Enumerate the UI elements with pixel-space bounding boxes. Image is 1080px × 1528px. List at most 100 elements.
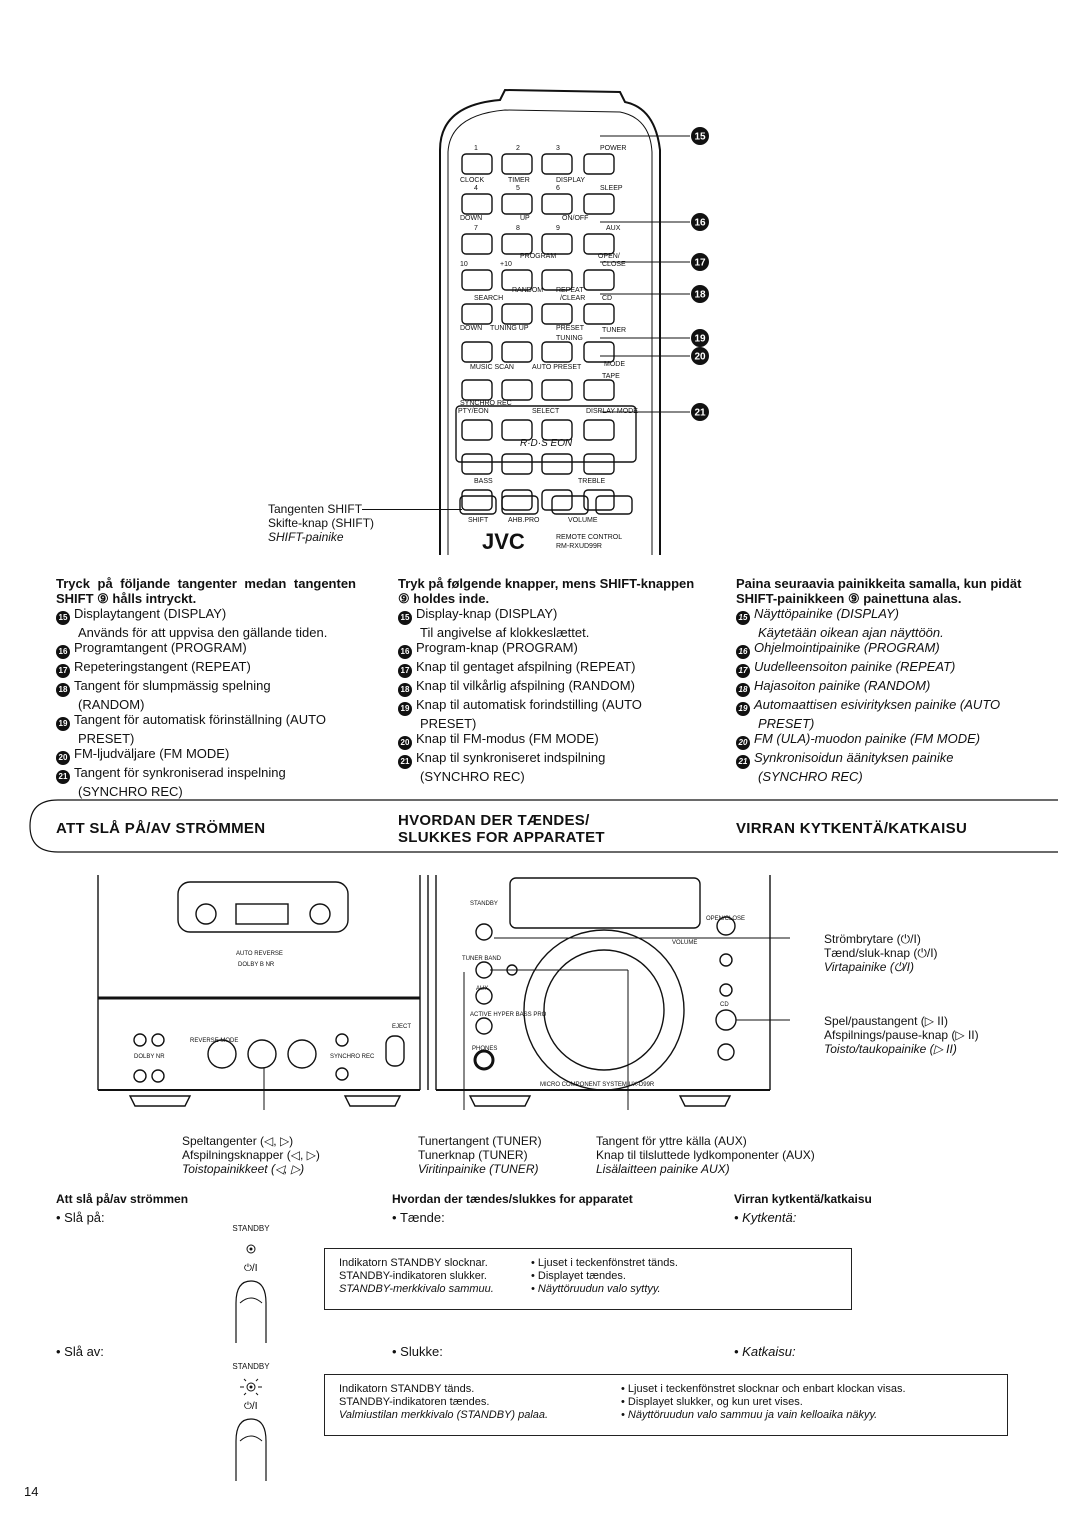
remote-button xyxy=(583,489,615,511)
column-swedish: Tryck på följande tangenter medan tangen… xyxy=(56,576,356,799)
callout-circle xyxy=(691,403,709,421)
remote-button xyxy=(501,269,533,291)
page-number: 14 xyxy=(24,1484,39,1499)
callout-number: 21 xyxy=(736,755,750,769)
callout-number: 15 xyxy=(398,611,412,625)
svg-text:SEARCH: SEARCH xyxy=(474,295,503,302)
remote-button xyxy=(461,153,493,175)
list-item: Til angivelse af klokkeslættet. xyxy=(420,625,590,640)
svg-text:REPEAT: REPEAT xyxy=(556,287,584,294)
bottom-heading-finnish: Virran kytkentä/katkaisu xyxy=(734,1192,872,1206)
remote-button xyxy=(583,153,615,175)
callout-number: 21 xyxy=(398,755,412,769)
remote-button xyxy=(461,341,493,363)
svg-text:⏻/I: ⏻/I xyxy=(244,1401,257,1412)
remote-button xyxy=(461,489,493,511)
svg-text:JVC: JVC xyxy=(482,529,525,554)
callout-number: 17 xyxy=(694,258,706,269)
bottom-heading-swedish: Att slå på/av strömmen xyxy=(56,1192,189,1206)
callout-number: 15 xyxy=(56,611,70,625)
on-label-danish: • Tænde: xyxy=(392,1210,445,1225)
callout-number: 18 xyxy=(56,683,70,697)
remote-button xyxy=(541,419,573,441)
svg-text:SHIFT: SHIFT xyxy=(468,517,489,524)
callout-number: 21 xyxy=(56,770,70,784)
callout-circle xyxy=(691,213,709,231)
callout-number: 18 xyxy=(736,683,750,697)
svg-text:CD: CD xyxy=(602,295,612,302)
svg-text:SLEEP: SLEEP xyxy=(600,185,623,192)
svg-text:TREBLE: TREBLE xyxy=(578,478,606,485)
svg-text:PTY/EON: PTY/EON xyxy=(458,408,489,415)
callout-number: 18 xyxy=(398,683,412,697)
remote-button xyxy=(541,379,573,401)
svg-text:R·D·S EON: R·D·S EON xyxy=(520,438,573,449)
svg-text:STANDBY: STANDBY xyxy=(470,901,498,907)
off-label-finnish: • Katkaisu: xyxy=(734,1344,796,1359)
svg-text:AUX: AUX xyxy=(606,225,621,232)
remote-button xyxy=(461,269,493,291)
callout-number: 19 xyxy=(398,702,412,716)
svg-text:/CLEAR: /CLEAR xyxy=(560,295,585,302)
remote-button xyxy=(501,153,533,175)
swedish-heading: Tryck på följande tangenter medan tangen… xyxy=(56,576,356,606)
remote-button xyxy=(461,419,493,441)
heading-finnish: VIRRAN KYTKENTÄ/KATKAISU xyxy=(736,820,968,837)
svg-text:DOWN: DOWN xyxy=(460,215,482,222)
remote-button xyxy=(501,303,533,325)
remote-button xyxy=(583,269,615,291)
remote-button xyxy=(541,341,573,363)
svg-text:AUTO REVERSE: AUTO REVERSE xyxy=(236,951,283,957)
svg-text:REVERSE MODE: REVERSE MODE xyxy=(190,1038,238,1044)
off-result-box: Indikatorn STANDBY tänds. STANDBY-indika… xyxy=(324,1374,1008,1436)
device-illustration: AUTO REVERSE DOLBY B NR DOLBY NR REVERSE… xyxy=(97,875,790,1110)
svg-text:SYNCHRO REC: SYNCHRO REC xyxy=(460,400,512,407)
svg-text:TUNING UP: TUNING UP xyxy=(490,325,529,332)
callout-number: 15 xyxy=(694,132,706,143)
remote-button xyxy=(595,495,633,515)
svg-text:VOLUME: VOLUME xyxy=(672,940,697,946)
callout-circle xyxy=(691,347,709,365)
shift-leader-line xyxy=(362,509,462,510)
svg-text:RM-RXUD99R: RM-RXUD99R xyxy=(556,543,602,550)
svg-text:⏻/I: ⏻/I xyxy=(244,1263,257,1274)
list-item: Käytetään oikean ajan näyttöön. xyxy=(758,625,944,640)
svg-text:4: 4 xyxy=(474,185,478,192)
remote-button xyxy=(501,495,539,515)
remote-button xyxy=(501,341,533,363)
remote-button xyxy=(501,379,533,401)
svg-text:ON/OFF: ON/OFF xyxy=(562,215,588,222)
list-item: PRESET) xyxy=(420,716,477,731)
off-label-danish: • Slukke: xyxy=(392,1344,443,1359)
callout-number: 20 xyxy=(736,736,750,750)
remote-button xyxy=(541,153,573,175)
list-item: (SYNCHRO REC) xyxy=(78,784,183,799)
callout-number: 15 xyxy=(736,611,750,625)
remote-button xyxy=(583,193,615,215)
svg-text:CLOCK: CLOCK xyxy=(460,177,484,184)
svg-text:TIMER: TIMER xyxy=(508,177,530,184)
callout-circle xyxy=(691,285,709,303)
remote-button xyxy=(461,379,493,401)
svg-text:TUNING: TUNING xyxy=(556,335,583,342)
svg-text:TUNER BAND: TUNER BAND xyxy=(462,956,502,962)
remote-button xyxy=(541,233,573,255)
svg-text:RANDOM: RANDOM xyxy=(512,287,543,294)
svg-text:DISPLAY: DISPLAY xyxy=(556,177,585,184)
list-item: PRESET) xyxy=(78,731,135,746)
remote-button xyxy=(583,233,615,255)
svg-text:1: 1 xyxy=(474,145,478,152)
